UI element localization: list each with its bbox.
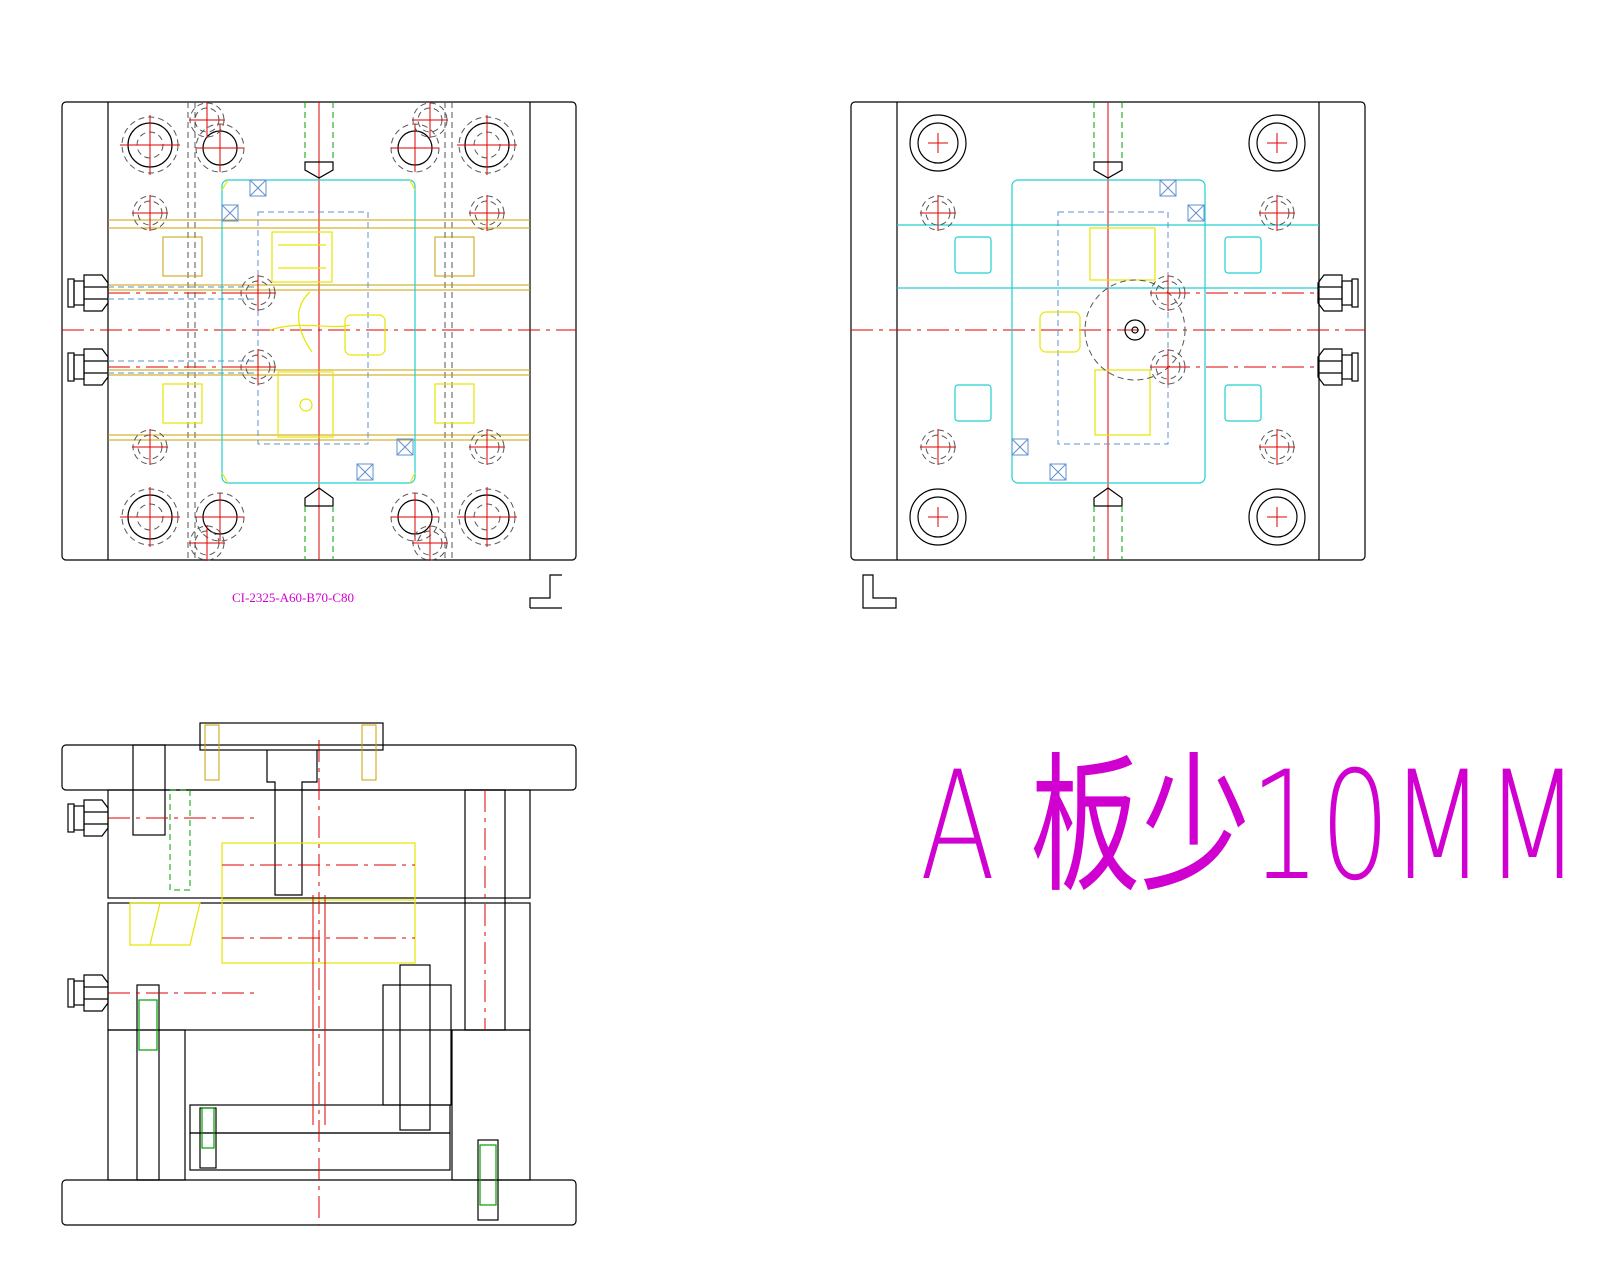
revision-note: A 板少10MM bbox=[920, 740, 1580, 914]
socket-screw bbox=[132, 744, 166, 836]
plan-view-b-side bbox=[850, 101, 1366, 561]
mold-cavity-core bbox=[221, 842, 416, 964]
locating-ring bbox=[199, 722, 384, 751]
water-fitting bbox=[67, 274, 109, 312]
cooling-channel bbox=[257, 211, 369, 445]
plan-view-a-side bbox=[61, 101, 577, 562]
guide-pin-top bbox=[304, 102, 334, 179]
guide-pin-bottom bbox=[304, 487, 334, 560]
sprue-bushing bbox=[266, 750, 318, 896]
view-marker-bracket bbox=[529, 574, 562, 609]
return-screw bbox=[136, 984, 160, 1181]
product-part bbox=[277, 371, 334, 438]
core-insert bbox=[1011, 179, 1206, 484]
product-part bbox=[1089, 227, 1156, 281]
slider-block bbox=[434, 383, 475, 424]
spacer-block bbox=[107, 1029, 186, 1181]
part-label: CI-2325-A60-B70-C80 bbox=[232, 590, 354, 605]
support-pillar bbox=[382, 984, 452, 1106]
ejector-plate bbox=[189, 1132, 451, 1171]
spacer-block bbox=[451, 1029, 531, 1181]
slider-block bbox=[162, 236, 203, 277]
slider-block bbox=[434, 236, 475, 277]
sprue-circle bbox=[1084, 279, 1186, 381]
section-view bbox=[61, 722, 577, 1226]
view-marker-bracket bbox=[862, 574, 897, 609]
slider-block bbox=[162, 383, 203, 424]
cavity-insert bbox=[221, 179, 416, 484]
product-part bbox=[1094, 369, 1151, 436]
water-fitting bbox=[67, 348, 109, 386]
ejector-retainer-plate bbox=[189, 1104, 451, 1134]
product-part bbox=[271, 231, 333, 283]
